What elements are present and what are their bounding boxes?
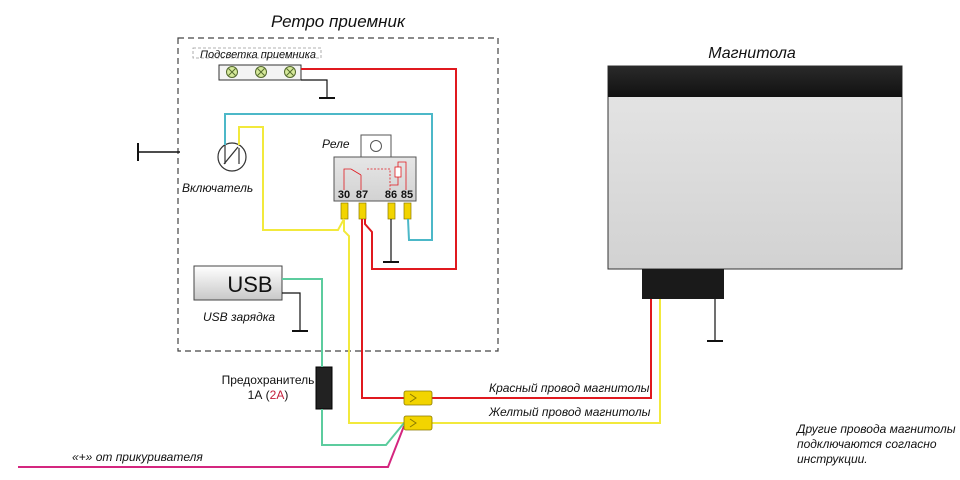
red-wire-backlight [301, 68, 457, 270]
green-wire-lower [321, 409, 405, 446]
headunit-connector [642, 269, 724, 299]
ground-icon [282, 292, 308, 332]
fuse-label: Предохранитель [222, 373, 315, 387]
bulb-icon [255, 66, 267, 78]
relay-terminal [403, 202, 412, 220]
relay-pin-86: 86 [385, 189, 397, 201]
retro-receiver-box [177, 37, 499, 352]
switch-icon [217, 142, 247, 172]
relay-pin-85: 85 [401, 189, 413, 201]
ground-icon [707, 299, 723, 342]
yellow-wire-label: Желтый провод магнитолы [488, 405, 651, 419]
usb-label: USB [227, 272, 272, 297]
relay-terminal [340, 202, 349, 220]
relay [333, 134, 417, 202]
relay-terminal [358, 202, 367, 220]
usb-charger-label: USB зарядка [203, 310, 275, 324]
fuse [315, 366, 333, 410]
usb-charger-box [193, 265, 283, 301]
note-line-2: подключаются согласно [797, 437, 937, 451]
red-wire-label: Красный провод магнитолы [489, 381, 650, 395]
bulb-icon [284, 66, 296, 78]
headunit-top-panel [608, 66, 902, 97]
relay-pin-87: 87 [356, 189, 368, 201]
switch-ground-icon [137, 143, 180, 161]
yellow-wire-switch [238, 126, 345, 231]
ground-icon [383, 219, 399, 263]
note-line-1: Другие провода магнитолы [795, 422, 956, 436]
yellow-wire-to-unit [432, 299, 661, 424]
magenta-wire [18, 425, 405, 468]
relay-terminal [387, 202, 396, 220]
cyan-wire [224, 113, 433, 241]
headunit-title: Магнитола [708, 45, 796, 62]
red-wire-connector [403, 390, 433, 406]
backlight-dashed-frame [192, 47, 322, 59]
note-line-3: инструкции. [797, 452, 868, 466]
backlight-label: Подсветка приемника [200, 49, 316, 61]
bulb-icon [226, 66, 238, 78]
headunit-body [607, 65, 903, 270]
green-wire [282, 278, 323, 367]
retro-receiver-title: Ретро приемник [271, 12, 406, 31]
fuse-rating: 1А (2А) [248, 388, 289, 402]
yellow-wire-main [343, 219, 404, 424]
ground-icon [301, 79, 335, 99]
yellow-wire-connector [403, 415, 433, 431]
relay-pin-30: 30 [338, 189, 350, 201]
red-wire-headunit [361, 219, 404, 399]
relay-label: Реле [322, 137, 350, 151]
red-wire-to-unit [432, 299, 652, 399]
switch-label: Включатель [182, 181, 253, 195]
plus-label: «+» от прикуривателя [72, 450, 203, 464]
